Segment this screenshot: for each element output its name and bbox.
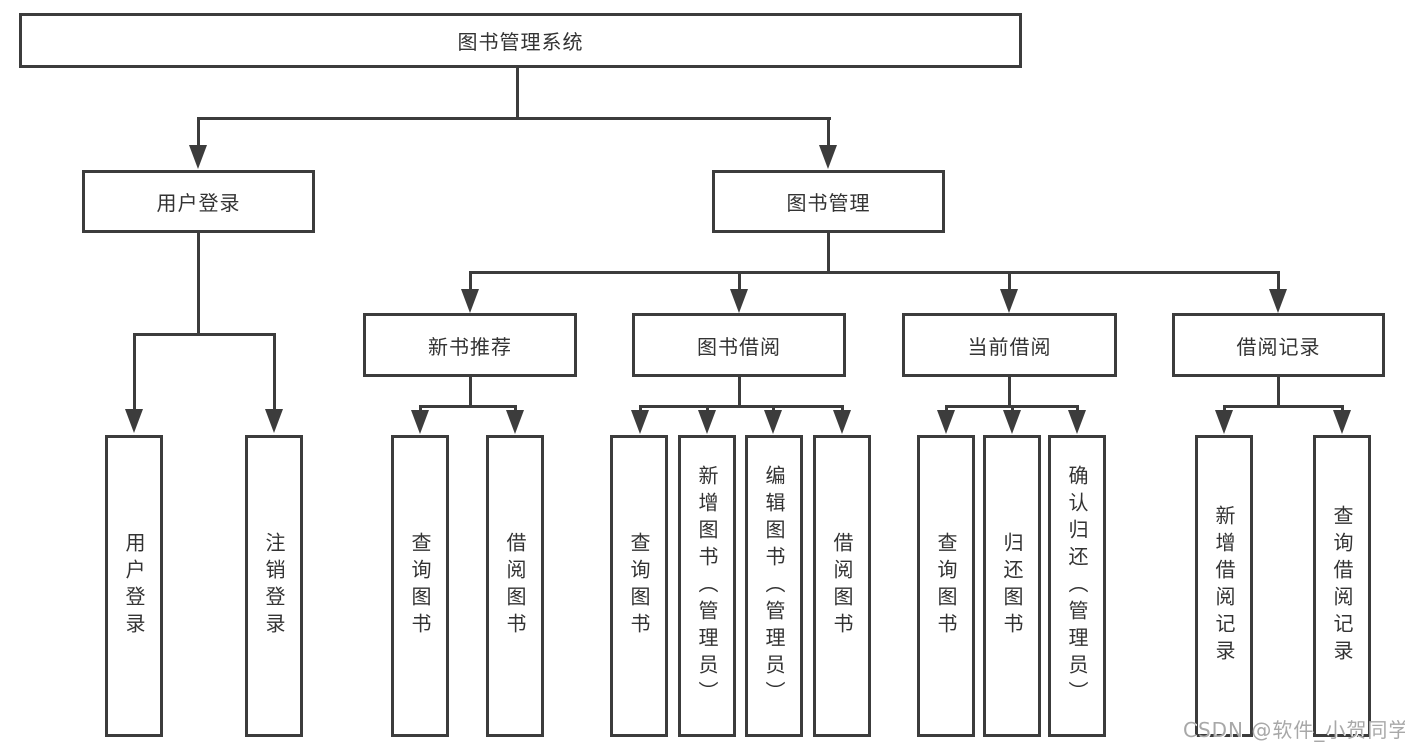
node-leaf-query-books-borrowing: 查询图书 [610,435,668,737]
connector-line [827,233,830,273]
node-leaf-confirm-return-admin: 确认归还（管理员） [1048,435,1106,737]
arrowhead [937,410,955,434]
arrowhead [1215,410,1233,434]
node-current-borrowing: 当前借阅 [902,313,1117,377]
node-leaf-logout: 注销登录 [245,435,303,737]
node-book-management: 图书管理 [712,170,945,233]
arrowhead [1000,289,1018,313]
connector-line [469,271,1279,274]
node-leaf-borrow-books-recommend: 借阅图书 [486,435,544,737]
connector-line [738,271,741,293]
arrowhead [1068,410,1086,434]
arrowhead [698,410,716,434]
node-leaf-edit-books-admin: 编辑图书（管理员） [745,435,803,737]
node-leaf-return-books: 归还图书 [983,435,1041,737]
connector-line [1223,405,1344,408]
connector-line [1008,377,1011,407]
connector-line [197,117,831,120]
arrowhead [1269,289,1287,313]
node-book-borrowing: 图书借阅 [632,313,846,377]
node-library-management-system: 图书管理系统 [19,13,1022,68]
node-borrowing-records: 借阅记录 [1172,313,1385,377]
connector-line [197,117,200,147]
connector-line [469,377,472,407]
arrowhead [833,410,851,434]
connector-line [516,68,519,119]
connector-line [197,233,200,335]
connector-line [827,117,830,147]
connector-line [419,405,517,408]
arrowhead [125,409,143,433]
arrowhead [730,289,748,313]
node-leaf-add-books-admin: 新增图书（管理员） [678,435,736,737]
connector-line [469,271,472,293]
connector-line [1008,271,1011,293]
arrowhead [265,409,283,433]
connector-line [133,333,276,336]
node-leaf-query-books-current: 查询图书 [917,435,975,737]
node-leaf-query-books-recommend: 查询图书 [391,435,449,737]
arrowhead [1333,410,1351,434]
connector-line [738,377,741,407]
node-leaf-add-borrow-record: 新增借阅记录 [1195,435,1253,737]
arrowhead [506,410,524,434]
connector-line [133,333,136,411]
arrowhead [764,410,782,434]
connector-line [1277,271,1280,293]
node-leaf-borrow-books: 借阅图书 [813,435,871,737]
connector-line [639,405,844,408]
arrowhead [819,145,837,169]
connector-line [273,333,276,411]
arrowhead [1003,410,1021,434]
arrowhead [461,289,479,313]
node-user-login: 用户登录 [82,170,315,233]
connector-line [1277,377,1280,407]
csdn-watermark: CSDN @软件_小贺同学 [1183,718,1405,742]
node-leaf-query-borrow-record: 查询借阅记录 [1313,435,1371,737]
arrowhead [411,410,429,434]
arrowhead [189,145,207,169]
node-leaf-user-login: 用户登录 [105,435,163,737]
node-new-book-recommend: 新书推荐 [363,313,577,377]
arrowhead [631,410,649,434]
